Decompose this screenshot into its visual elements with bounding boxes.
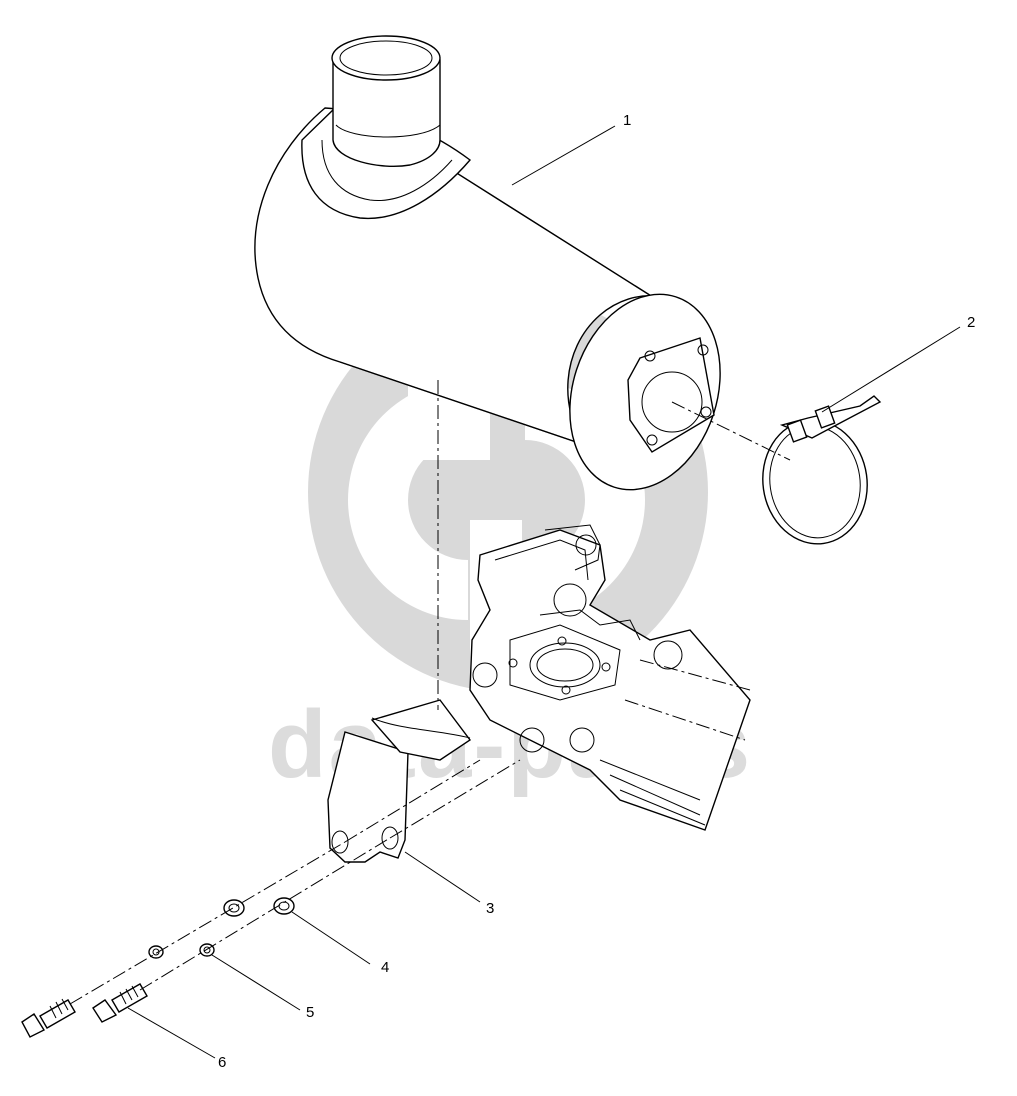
- bolt-part: [21, 983, 148, 1038]
- leader-lines: [127, 125, 961, 1059]
- callout-2: 2: [967, 314, 975, 331]
- muffler-part: [254, 35, 721, 491]
- callout-3: 3: [486, 900, 494, 917]
- engine-block: [469, 524, 751, 831]
- callout-1: 1: [623, 112, 631, 129]
- callout-5: 5: [306, 1004, 314, 1021]
- assembly-lines: [69, 380, 791, 1005]
- clamp-part: [762, 395, 882, 545]
- callout-6: 6: [218, 1054, 226, 1071]
- bracket-part: [327, 699, 472, 863]
- callout-4: 4: [381, 959, 389, 976]
- washer-part: [223, 897, 295, 917]
